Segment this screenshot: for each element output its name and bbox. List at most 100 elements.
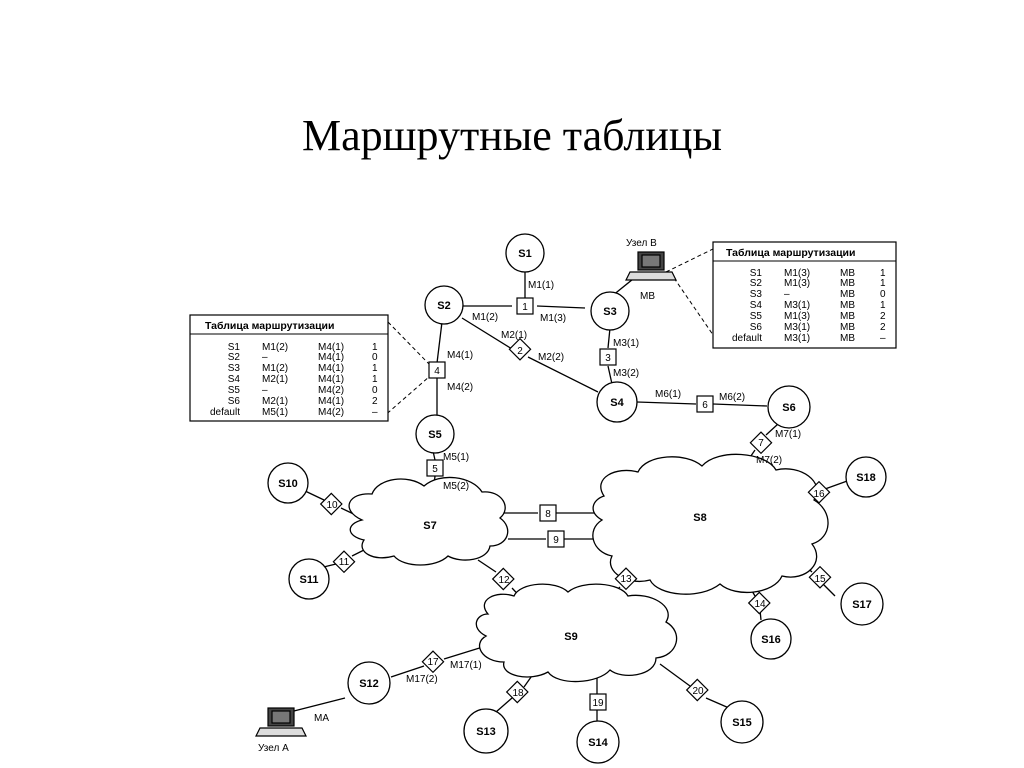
tl-r6-c0: default [210, 407, 240, 418]
tr-r2-c0: S3 [750, 289, 763, 300]
tl-r1-c2: M4(1) [318, 352, 344, 363]
node-S12: S12 [359, 678, 379, 690]
port-m1-1: M1(1) [528, 280, 554, 291]
router-9: 9 [553, 535, 559, 546]
tl-r2-c3: 1 [372, 363, 378, 374]
nodes [267, 233, 887, 764]
node-S2: S2 [437, 300, 450, 312]
tl-r5-c3: 2 [372, 396, 378, 407]
tl-r3-c0: S4 [228, 374, 241, 385]
port-labels: M1(1) M1(2) M1(3) M2(1) M2(2) M3(1) M3(2… [406, 280, 801, 685]
tr-r0-c2: MB [840, 268, 855, 279]
router-19: 19 [592, 698, 604, 709]
tr-r1-c0: S2 [750, 278, 763, 289]
tl-r2-c2: M4(1) [318, 363, 344, 374]
router-16: 16 [813, 489, 825, 500]
tr-r3-c1: M3(1) [784, 300, 810, 311]
tl-r5-c2: M4(1) [318, 396, 344, 407]
node-S15: S15 [732, 717, 752, 729]
tl-r4-c3: 0 [372, 385, 378, 396]
tl-r3-c3: 1 [372, 374, 378, 385]
table-left-rows: S1 M1(2) M4(1) 1 S2 – M4(1) 0 S3 M1(2) M… [210, 342, 378, 418]
tl-r3-c1: M2(1) [262, 374, 288, 385]
tl-r6-c2: M4(2) [318, 407, 344, 418]
port-m5-1: M5(1) [443, 452, 469, 463]
router-numbers: 1 2 3 4 5 6 7 8 9 10 11 12 13 14 15 16 1… [326, 302, 826, 709]
host-b-computer-icon [625, 251, 677, 281]
tl-r0-c2: M4(1) [318, 342, 344, 353]
cloud-S7 [348, 476, 509, 566]
port-m7-1: M7(1) [775, 429, 801, 440]
tl-r1-c1: – [262, 352, 268, 363]
router-17: 17 [427, 657, 439, 668]
tr-r3-c3: 1 [880, 300, 886, 311]
tl-r2-c0: S3 [228, 363, 241, 374]
node-S10: S10 [278, 478, 298, 490]
router-18: 18 [512, 688, 524, 699]
port-m2-1: M2(1) [501, 330, 527, 341]
tr-r1-c2: MB [840, 278, 855, 289]
slide-title: Маршрутные таблицы [301, 111, 723, 160]
tr-r4-c2: MB [840, 311, 855, 322]
tr-r4-c0: S5 [750, 311, 763, 322]
router-20: 20 [692, 686, 704, 697]
host-b-label: Узел В [626, 238, 657, 249]
router-10: 10 [326, 500, 338, 511]
node-S8: S8 [693, 512, 706, 524]
node-S13: S13 [476, 726, 496, 738]
router-3: 3 [605, 353, 611, 364]
tr-r0-c0: S1 [750, 268, 763, 279]
node-S1: S1 [518, 248, 531, 260]
port-m17-1: M17(1) [450, 660, 482, 671]
router-1: 1 [522, 302, 528, 313]
tr-r5-c2: MB [840, 322, 855, 333]
tr-r6-c0: default [732, 333, 762, 344]
tl-r4-c1: – [262, 385, 268, 396]
tl-r0-c1: M1(2) [262, 342, 288, 353]
router-12: 12 [498, 575, 510, 586]
router-6: 6 [702, 400, 708, 411]
node-S7: S7 [423, 520, 436, 532]
node-S9: S9 [564, 631, 577, 643]
tr-r4-c3: 2 [880, 311, 886, 322]
tr-r1-c1: M1(3) [784, 278, 810, 289]
port-m1-2: M1(2) [472, 312, 498, 323]
cloud-S8 [592, 453, 829, 595]
tr-r2-c3: 0 [880, 289, 886, 300]
routing-table-right: Таблица маршрутизации S1 M1(3) MB 1 S2 M… [712, 241, 897, 349]
tl-r6-c3: – [372, 407, 378, 418]
port-m17-2: M17(2) [406, 674, 438, 685]
tl-r5-c1: M2(1) [262, 396, 288, 407]
tr-r3-c0: S4 [750, 300, 763, 311]
port-m6-2: M6(2) [719, 392, 745, 403]
node-S6: S6 [782, 402, 795, 414]
router-4: 4 [434, 366, 440, 377]
tr-r1-c3: 1 [880, 278, 886, 289]
port-m1-3: M1(3) [540, 313, 566, 324]
router-7: 7 [758, 438, 764, 449]
tr-r5-c3: 2 [880, 322, 886, 333]
node-S11: S11 [300, 574, 319, 586]
port-m4-2: M4(2) [447, 382, 473, 393]
tl-r0-c0: S1 [228, 342, 241, 353]
node-S16: S16 [761, 634, 781, 646]
node-S14: S14 [588, 737, 608, 749]
router-15: 15 [814, 574, 826, 585]
tl-r6-c1: M5(1) [262, 407, 288, 418]
tl-r2-c1: M1(2) [262, 363, 288, 374]
port-m4-1: M4(1) [447, 350, 473, 361]
tr-r6-c2: MB [840, 333, 855, 344]
tr-r5-c0: S6 [750, 322, 763, 333]
router-5: 5 [432, 464, 438, 475]
router-14: 14 [754, 599, 766, 610]
tl-r1-c0: S2 [228, 352, 241, 363]
tr-r6-c3: – [880, 333, 886, 344]
port-m2-2: M2(2) [538, 352, 564, 363]
table-left-title: Таблица маршрутизации [205, 320, 334, 332]
router-13: 13 [620, 574, 632, 585]
tl-r1-c3: 0 [372, 352, 378, 363]
port-m3-1: M3(1) [613, 338, 639, 349]
tr-r4-c1: M1(3) [784, 311, 810, 322]
router-8: 8 [545, 509, 551, 520]
router-2: 2 [517, 346, 523, 357]
